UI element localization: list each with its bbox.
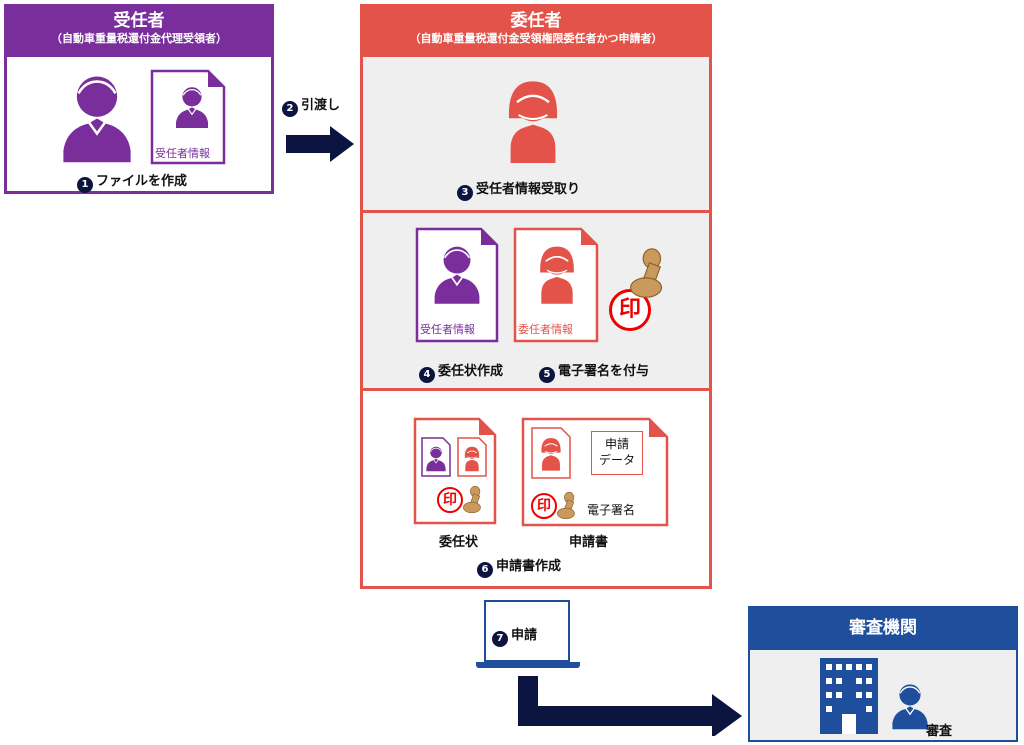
- seal-icon: 印: [437, 487, 463, 513]
- proxy-document-label: 委任状: [439, 535, 479, 550]
- agency-header: 審査機関: [750, 608, 1016, 650]
- agency-panel: 審査機関 審査: [748, 606, 1018, 742]
- document-label: 委任者情報: [518, 323, 573, 336]
- mandator-title: 委任者: [510, 11, 562, 31]
- transfer-arrow-icon: [286, 126, 354, 162]
- person-icon: [424, 443, 448, 473]
- mandator-header: 委任者 （自動車重量税還付金受領権限委任者かつ申請者）: [363, 7, 709, 57]
- application-data-box: 申請データ: [591, 431, 643, 475]
- submit-arrow-icon: [518, 676, 742, 736]
- mandatary-info-document-icon: 受任者情報: [150, 69, 226, 165]
- document-label: 受任者情報: [155, 147, 210, 160]
- mandator-info-document-icon: 委任者情報: [513, 227, 599, 343]
- person-female-icon: [535, 433, 567, 473]
- electronic-signature-label: 電子署名: [587, 503, 636, 517]
- building-icon: [820, 658, 878, 734]
- mandatary-title: 受任者: [113, 11, 165, 31]
- stamp-icon: [457, 483, 489, 517]
- mandator-subtitle: （自動車重量税還付金受領権限委任者かつ申請者）: [409, 32, 663, 45]
- mandatary-info-document-icon: 受任者情報: [415, 227, 499, 343]
- application-document-label: 申請書: [569, 535, 609, 550]
- mandatary-header: 受任者 （自動車重量税還付金代理受領者）: [7, 7, 271, 57]
- stamp-icon: [619, 243, 677, 305]
- mandatary-subtitle: （自動車重量税還付金代理受領者）: [51, 32, 227, 45]
- agency-title: 審査機関: [849, 618, 917, 638]
- person-icon: [55, 67, 139, 165]
- person-female-icon: [460, 443, 484, 473]
- application-document-icon: 申請データ 印 電子署名: [521, 417, 669, 527]
- person-icon: [429, 239, 485, 307]
- document-label: 受任者情報: [420, 323, 475, 336]
- seal-icon: 印: [531, 493, 557, 519]
- person-icon: [172, 83, 212, 129]
- stamp-icon: [551, 489, 583, 523]
- examiner-label: 審査: [926, 724, 953, 739]
- person-female-icon: [529, 239, 585, 307]
- proxy-document-icon: 印: [413, 417, 497, 525]
- person-female-icon: [493, 69, 573, 169]
